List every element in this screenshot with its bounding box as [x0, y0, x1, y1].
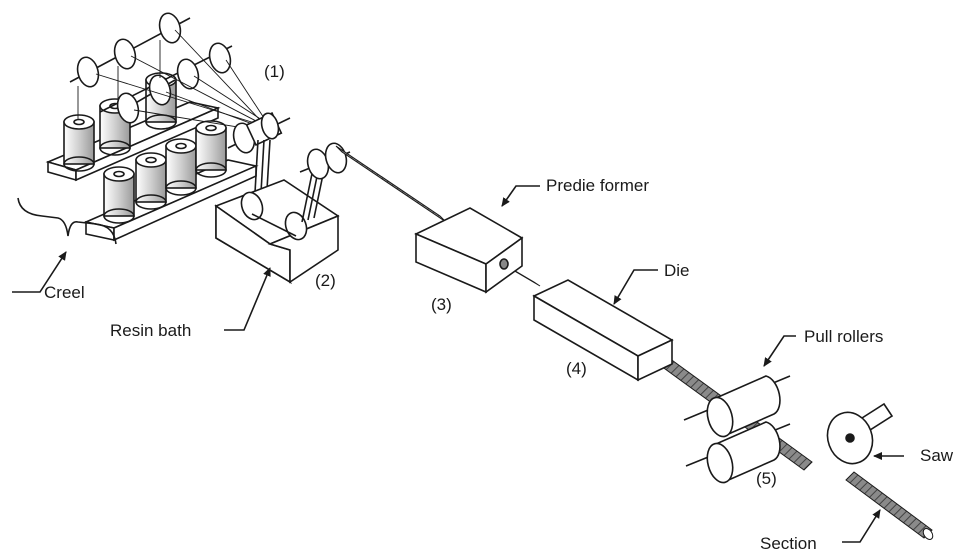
- pull-rollers-label: Pull rollers: [804, 328, 883, 345]
- section-label: Section: [760, 535, 817, 552]
- saw: [820, 404, 892, 470]
- predie-former-leader: [502, 186, 540, 206]
- creel-label: Creel: [44, 284, 85, 301]
- spool: [166, 139, 196, 195]
- spool: [136, 153, 166, 209]
- die: [534, 280, 672, 380]
- resin-bath-label: Resin bath: [110, 322, 191, 339]
- stage-number-1: (1): [264, 63, 285, 80]
- spool: [196, 121, 226, 177]
- predie-former: [416, 208, 522, 292]
- die-label: Die: [664, 262, 690, 279]
- stage-number-4: (4): [566, 360, 587, 377]
- pull-rollers-leader: [764, 336, 796, 366]
- guide-pulleys: [300, 141, 350, 181]
- section-leader: [842, 510, 880, 542]
- saw-label: Saw: [920, 447, 953, 464]
- resin-bath-leader: [224, 268, 270, 330]
- stage-number-5: (5): [756, 470, 777, 487]
- stage-number-2: (2): [315, 272, 336, 289]
- predie-former-label: Predie former: [546, 177, 649, 194]
- spool: [104, 167, 134, 223]
- spool: [64, 115, 94, 171]
- die-leader: [614, 270, 658, 304]
- stage-number-3: (3): [431, 296, 452, 313]
